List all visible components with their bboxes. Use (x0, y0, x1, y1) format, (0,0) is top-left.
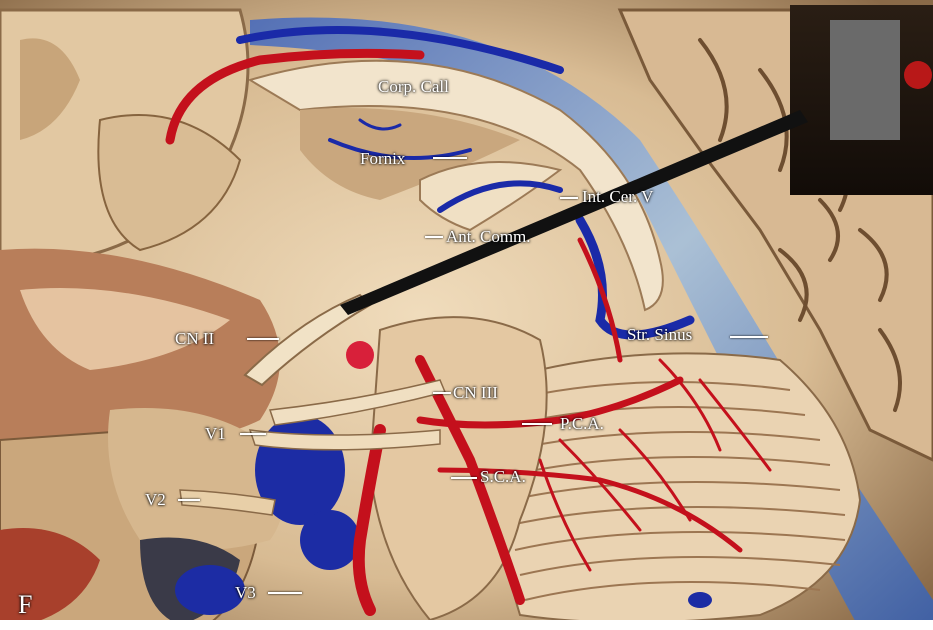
leader-str-sinus (730, 336, 768, 338)
leader-ant-comm (425, 236, 443, 238)
label-v3: V3 (235, 583, 256, 602)
panel-letter: F (18, 590, 33, 619)
label-str-sinus: Str. Sinus (627, 325, 693, 344)
leader-v2 (178, 499, 200, 501)
label-ant-comm: Ant. Comm. (446, 227, 531, 246)
label-corp-call: Corp. Call (378, 77, 449, 96)
label-v1: V1 (205, 424, 226, 443)
label-int-cer-v: Int. Cer. V (582, 187, 654, 206)
label-cn-iii: CN III (453, 383, 498, 402)
leader-v1 (240, 433, 266, 435)
leader-v3 (268, 592, 302, 594)
leader-int-cer-v (560, 197, 578, 199)
leader-sca (451, 477, 477, 479)
label-cn-ii: CN II (175, 329, 215, 348)
label-fornix: Fornix (360, 149, 406, 168)
leader-cn-ii (247, 338, 279, 340)
leader-pca (522, 423, 552, 425)
label-sca: S.C.A. (480, 467, 526, 486)
leader-fornix (433, 157, 467, 159)
label-pca: P.C.A. (560, 414, 604, 433)
label-v2: V2 (145, 490, 166, 509)
leader-cn-iii (433, 392, 451, 394)
